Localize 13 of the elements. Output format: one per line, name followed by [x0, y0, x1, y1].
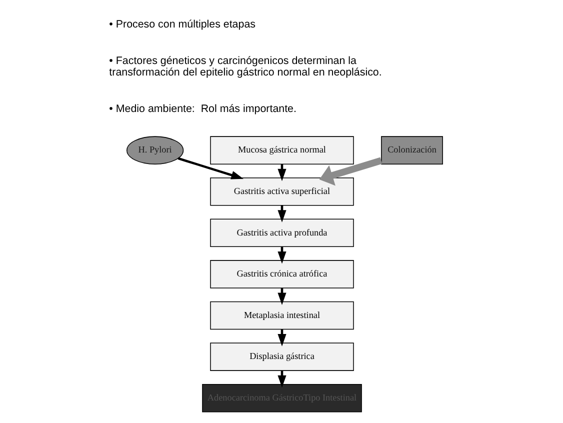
- node-box: Gastritis activa superficial: [210, 177, 354, 206]
- node-box: Mucosa gástrica normal: [210, 136, 354, 164]
- node-box: Gastritis activa profunda: [210, 218, 354, 248]
- node-box: Metaplasia intestinal: [210, 301, 354, 330]
- arrow: [318, 157, 382, 186]
- node-box: Colonización: [380, 136, 442, 164]
- node-ellipse: H. Pylori: [126, 136, 184, 164]
- arrow: [177, 157, 243, 180]
- node-box: Gastritis crónica atrófica: [210, 260, 354, 288]
- label: • Medio ambiente: Rol más importante.: [108, 102, 296, 115]
- node-box: Displasia gástrica: [210, 342, 354, 371]
- label: • Factores géneticos y carcinógenicos determinan la transformación del epitelio gástrico normal en neoplásico.: [108, 55, 382, 79]
- label: • Proceso con múltiples etapas: [108, 18, 256, 31]
